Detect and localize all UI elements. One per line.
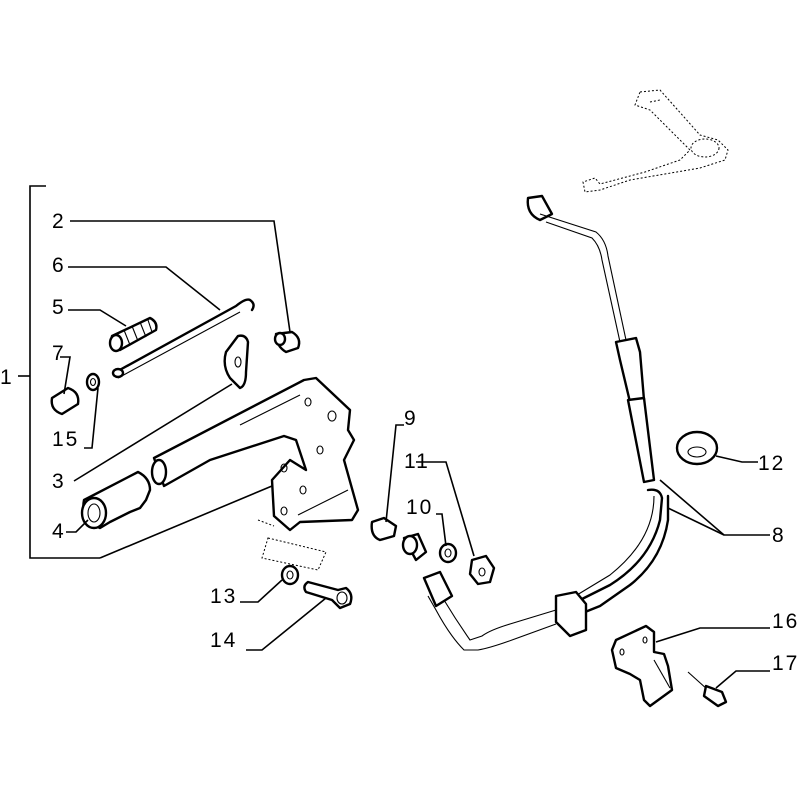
part-11-clip-nut bbox=[468, 554, 496, 586]
callout-8: 8 bbox=[772, 524, 786, 547]
callout-12: 12 bbox=[758, 452, 785, 475]
part-8-cable bbox=[401, 194, 670, 651]
callout-11: 11 bbox=[404, 450, 430, 473]
callout-13: 13 bbox=[210, 585, 237, 608]
ghost-plate bbox=[257, 519, 327, 571]
leader-lines bbox=[60, 220, 770, 689]
callout-9: 9 bbox=[404, 407, 418, 430]
part-5-spring bbox=[108, 316, 158, 353]
part-10-washer bbox=[438, 542, 458, 564]
part-6-rod bbox=[111, 298, 255, 379]
part-4-grip bbox=[80, 470, 152, 530]
callout-3: 3 bbox=[52, 470, 66, 493]
callout-7: 7 bbox=[52, 342, 66, 365]
callout-17: 17 bbox=[772, 652, 799, 675]
callout-15: 15 bbox=[52, 428, 79, 451]
part-17-rivet bbox=[687, 671, 728, 708]
part-16-clamp bbox=[610, 624, 674, 708]
callout-4: 4 bbox=[52, 520, 66, 543]
part-14-bolt bbox=[303, 580, 353, 610]
callout-6: 6 bbox=[52, 254, 66, 277]
part-7-cap bbox=[50, 386, 80, 416]
handbrake-lever bbox=[150, 376, 360, 532]
part-12-grommet bbox=[675, 430, 719, 466]
part-3-pawl bbox=[223, 334, 250, 390]
callout-14: 14 bbox=[210, 629, 237, 652]
callout-16: 16 bbox=[772, 610, 799, 633]
callout-5: 5 bbox=[52, 296, 66, 319]
callout-2: 2 bbox=[52, 210, 66, 233]
part-13-washer bbox=[280, 564, 300, 586]
callout-labels: 1 2 3 4 5 6 7 8 9 10 11 12 13 14 15 16 1… bbox=[0, 210, 799, 675]
assembly-bracket-1 bbox=[18, 185, 100, 559]
part-9-screw bbox=[370, 516, 398, 542]
callout-10: 10 bbox=[406, 496, 433, 519]
ghost-lever-arm bbox=[582, 89, 729, 193]
part-15-washer bbox=[85, 372, 101, 392]
callout-1: 1 bbox=[0, 366, 14, 389]
part-2-pin bbox=[273, 330, 301, 354]
